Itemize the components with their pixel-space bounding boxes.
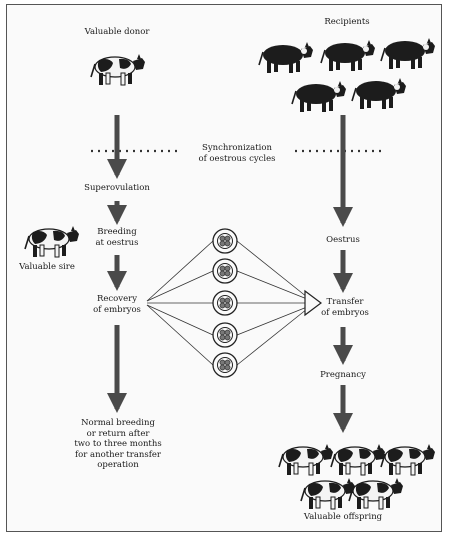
recipient-cow-icon: [258, 41, 314, 74]
label-transfer: Transfer of embryos: [321, 297, 369, 318]
embryo-icon: [212, 228, 238, 254]
embryo-fan-out-lines: [236, 240, 308, 366]
offspring-cow-icon: [330, 443, 386, 476]
label-pregnancy: Pregnancy: [320, 370, 366, 380]
embryo-icon: [212, 258, 238, 284]
transfer-arrowhead-icon: [304, 289, 322, 317]
label-valuable-sire: Valuable sire: [19, 262, 75, 272]
label-valuable-offspring: Valuable offspring: [303, 512, 383, 522]
recipient-cow-icon: [351, 77, 407, 110]
label-normal-breeding: Normal breeding or return after two to t…: [74, 418, 162, 470]
embryo-transfer-diagram: [24, 37, 436, 510]
offspring-cow-icon: [300, 477, 356, 510]
label-recipients: Recipients: [324, 17, 370, 27]
embryo-icon: [212, 322, 238, 348]
label-breeding: Breeding at oestrus: [95, 227, 139, 248]
label-superovulation: Superovulation: [84, 183, 150, 193]
offspring-cow-icon: [348, 477, 404, 510]
embryo-fan-in-lines: [146, 240, 214, 366]
label-recovery: Recovery of embryos: [93, 294, 141, 315]
offspring-cow-icon: [380, 443, 436, 476]
recipient-cow-icon: [380, 37, 436, 70]
label-oestrus: Oestrus: [326, 235, 360, 245]
label-valuable-donor: Valuable donor: [84, 27, 150, 37]
sire-cow-icon: [24, 225, 80, 258]
offspring-cow-icon: [278, 443, 334, 476]
diagram-frame: Valuable donor Recipients Synchronizatio…: [6, 4, 442, 532]
embryo-icon: [212, 290, 238, 316]
recipient-cow-icon: [291, 80, 347, 113]
embryo-icon: [212, 352, 238, 378]
donor-cow-icon: [90, 53, 146, 86]
recipient-cow-icon: [320, 39, 376, 72]
label-synchronization: Synchronization of oestrous cycles: [198, 143, 276, 164]
